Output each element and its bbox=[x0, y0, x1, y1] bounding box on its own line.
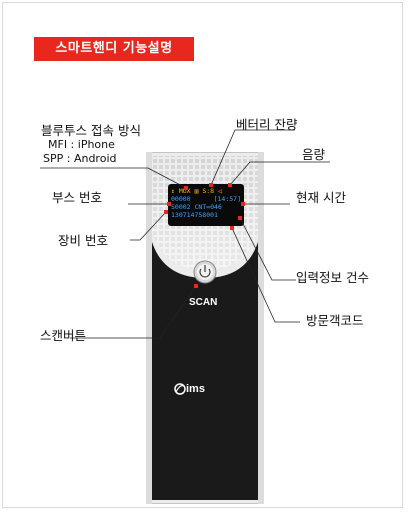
lcd-visitor-code-row: 130714758001 bbox=[171, 211, 218, 219]
label-device-number: 장비 번호 bbox=[58, 233, 108, 248]
leader-volume bbox=[229, 161, 330, 186]
leader-scan bbox=[70, 285, 197, 339]
power-icon bbox=[199, 265, 211, 278]
label-booth: 부스 번호 bbox=[52, 190, 102, 205]
leader-bluetooth bbox=[40, 167, 187, 189]
booth-number-value: 00000 bbox=[171, 195, 191, 203]
bluetooth-mode-indicator: ↕ bbox=[171, 187, 175, 195]
label-scan-button: 스캔버튼 bbox=[40, 328, 87, 343]
leader-battery bbox=[210, 129, 295, 186]
battery-icon: ▥ bbox=[194, 187, 199, 195]
lcd-booth-time-row: 00000 [14:57] bbox=[171, 195, 241, 203]
lcd-status-row: ↕ MUX ▥ S:8 ◁ bbox=[171, 187, 241, 195]
label-time: 현재 시간 bbox=[296, 190, 346, 205]
label-visitor-code: 방문객코드 bbox=[306, 313, 364, 328]
label-spp: SPP : Android bbox=[43, 152, 117, 165]
brand-logo-text: ims bbox=[186, 383, 205, 395]
time-value: [14:57] bbox=[213, 195, 241, 203]
label-bluetooth: 블루투스 접속 방식 bbox=[41, 123, 141, 138]
label-battery: 베터리 잔량 bbox=[236, 117, 298, 132]
lcd-screen: ↕ MUX ▥ S:8 ◁ 00000 [14:57] S0002 CNT=04… bbox=[168, 184, 244, 226]
label-mfi: MFI : iPhone bbox=[48, 138, 115, 151]
lcd-device-count-row: S0002 CNT=046 bbox=[171, 203, 222, 211]
label-volume: 음량 bbox=[302, 147, 326, 162]
speaker-icon: ◁ bbox=[218, 187, 222, 195]
mux-indicator: MUX bbox=[178, 187, 191, 195]
figure-frame bbox=[2, 2, 403, 508]
label-input-count: 입력정보 건수 bbox=[296, 270, 369, 285]
figure-title: 스마트핸디 기능설명 bbox=[34, 37, 194, 61]
volume-indicator: S:8 bbox=[202, 187, 215, 195]
scan-button-label: SCAN bbox=[189, 297, 218, 308]
leader-count bbox=[239, 217, 296, 281]
leader-device-no bbox=[130, 211, 167, 241]
leader-visitor-code bbox=[231, 227, 300, 323]
